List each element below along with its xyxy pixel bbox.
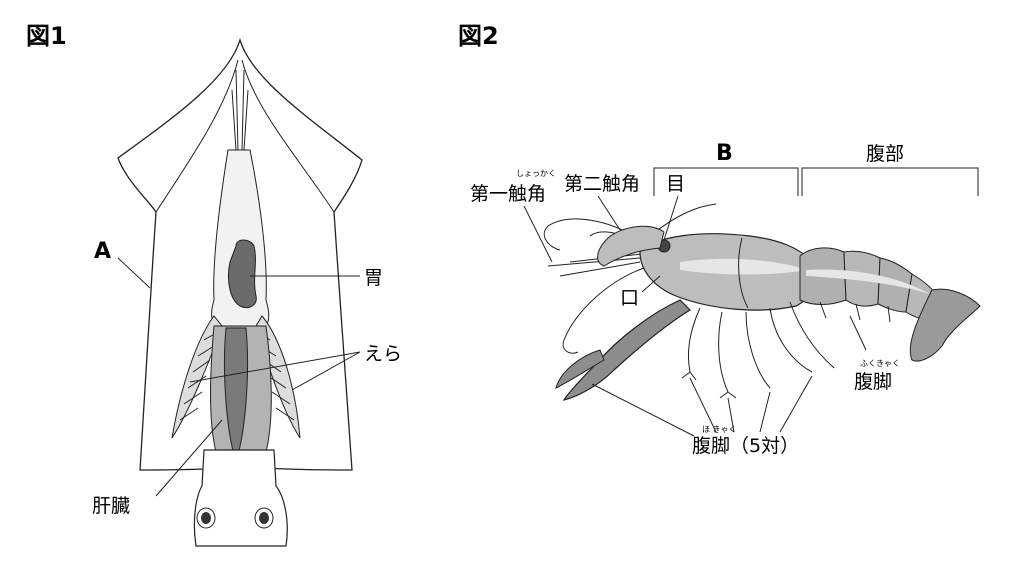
label-swimmerets: 腹脚: [854, 371, 892, 393]
label-antenna1: 第一触角: [470, 183, 546, 205]
label-abdomen: 腹部: [866, 143, 904, 165]
figure2-crayfish: 図2 B 腹部: [458, 22, 981, 457]
stomach-organ: [227, 239, 257, 309]
squid-head: [193, 449, 288, 547]
label-gills: えら: [364, 343, 402, 365]
claw-lower: [562, 299, 691, 401]
label-walking-legs: 腹脚（5対）: [692, 435, 799, 457]
leader-gills: [189, 351, 361, 391]
ruby-swimmerets: ふくきゃく: [860, 359, 900, 368]
squid-fin-line-left: [155, 59, 239, 213]
leader-swimmerets: [849, 315, 867, 351]
label-eye: 目: [666, 173, 685, 195]
label-a: A: [94, 239, 111, 264]
tail-fan: [909, 288, 981, 362]
label-b: B: [716, 141, 733, 166]
cephalothorax-highlight: [680, 258, 808, 275]
figure1-title: 図1: [26, 22, 67, 50]
ruby-walking-legs: ほ きゃく: [702, 425, 737, 434]
antenna1-lines: [547, 253, 643, 277]
leader-antenna1: [523, 205, 553, 263]
figure2-title: 図2: [458, 22, 499, 50]
abdomen-segments: [799, 247, 937, 321]
label-antenna2: 第二触角: [564, 173, 640, 195]
walking-leg-2: [718, 311, 737, 399]
label-liver: 肝臓: [92, 495, 130, 517]
ruby-antenna1: しょっかく: [516, 169, 556, 178]
leader-antenna2: [597, 195, 621, 231]
leader-mouth: [641, 275, 661, 293]
figure1-squid: 図1 A: [26, 22, 402, 547]
label-mouth: 口: [620, 287, 639, 309]
label-stomach: 胃: [364, 267, 383, 289]
bracket-b: [653, 167, 799, 196]
leader-walking-legs: [591, 375, 813, 437]
carapace-groove: [738, 237, 749, 309]
leader-liver: [155, 419, 223, 497]
walking-leg-4: [769, 307, 813, 373]
squid-gladius: [231, 69, 249, 151]
walking-leg-3: [745, 311, 771, 389]
leader-a: [117, 257, 151, 289]
walking-leg-1: [681, 307, 701, 381]
claw-upper: [597, 225, 665, 267]
swimmerets-lines: [819, 301, 891, 323]
squid-fin-line-right: [241, 59, 335, 213]
walking-leg-5: [789, 301, 835, 369]
claw-lower-finger: [555, 349, 605, 389]
antenna2-drop: [562, 267, 645, 354]
bracket-abdomen: [801, 167, 979, 196]
leader-eye: [663, 195, 679, 241]
